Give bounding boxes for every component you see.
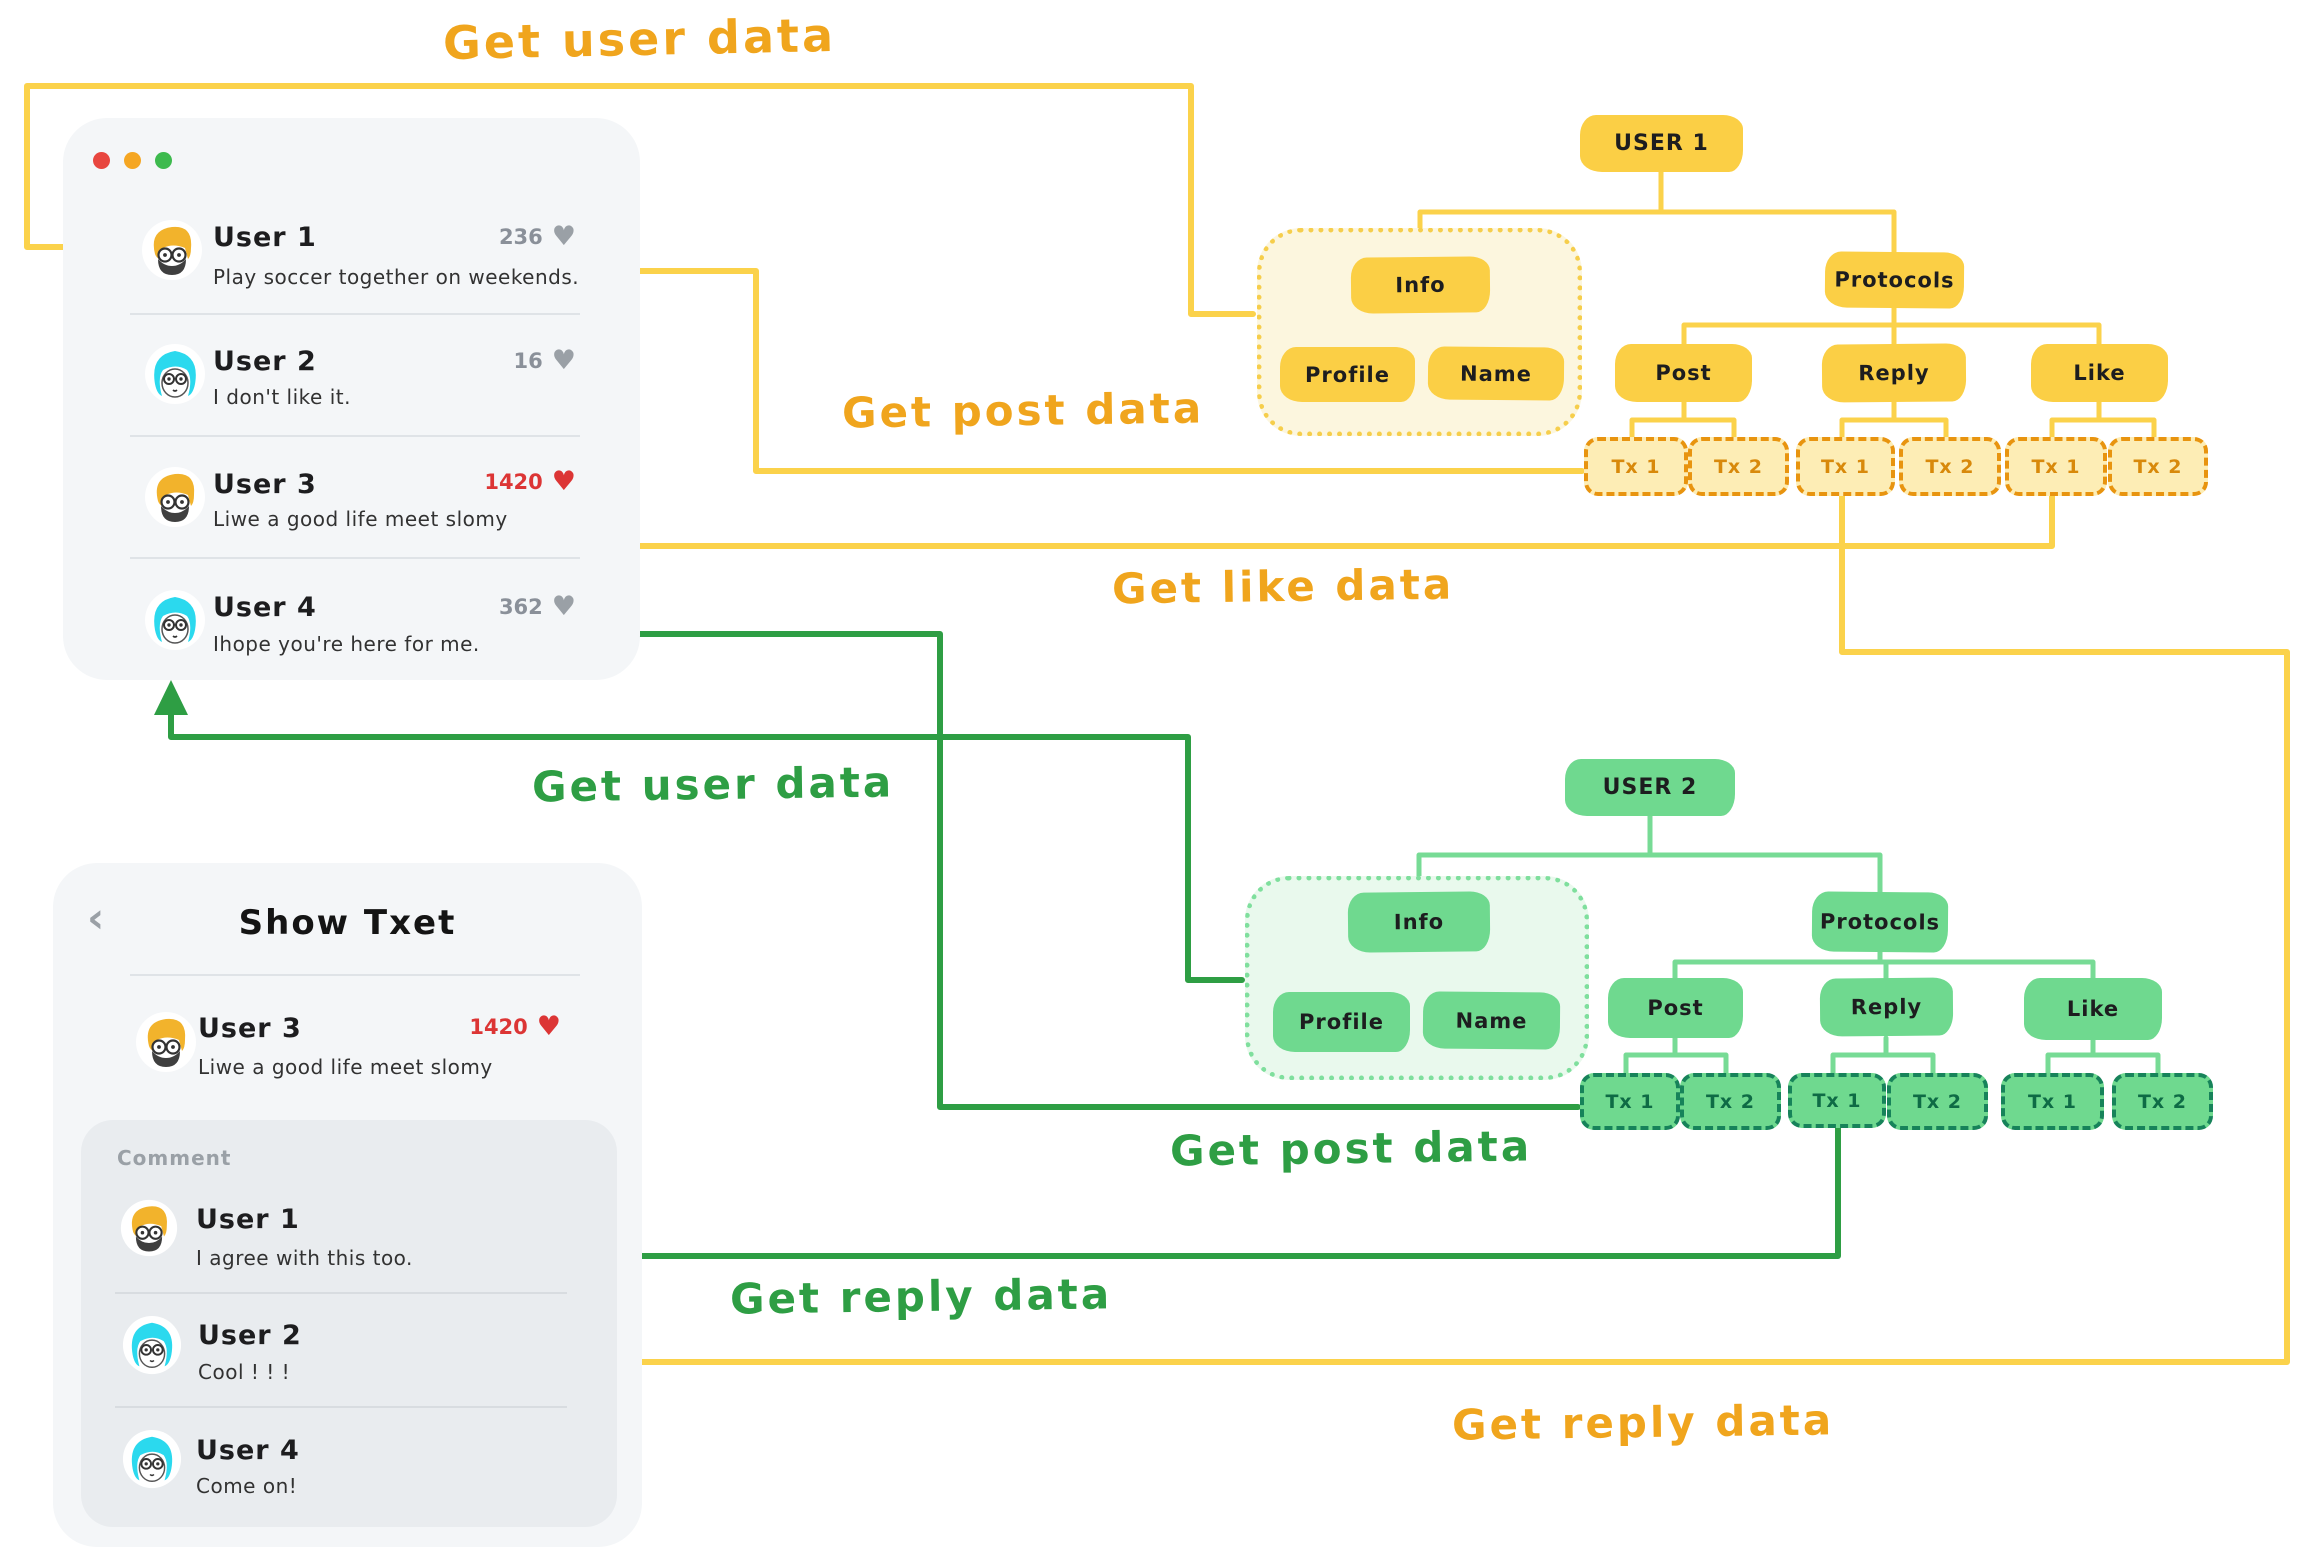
user1-like-tx2-node: Tx 2 — [2108, 437, 2208, 496]
post-username: User 3 — [198, 1013, 302, 1044]
user1-reply-node: Reply — [1821, 343, 1967, 403]
avatar-user2-icon — [143, 342, 207, 406]
label-get-user-data-yellow: Get user data — [442, 7, 837, 71]
label-get-reply-data-yellow: Get reply data — [1451, 1395, 1835, 1450]
row-divider — [130, 974, 580, 976]
row-divider — [115, 1292, 567, 1294]
feed-window: User 1 236 ♥ Play soccer together on wee… — [63, 118, 640, 680]
like-button[interactable]: 362 ♥ — [499, 593, 576, 620]
flow-get-like-data-yellow — [545, 487, 2055, 549]
user2-like-node: Like — [2024, 978, 2162, 1040]
post-message: I don't like it. — [213, 385, 351, 409]
post-message: Ihope you're here for me. — [213, 632, 480, 656]
post-message: Liwe a good life meet slomy — [198, 1055, 493, 1079]
comment-panel-header: Comment — [117, 1146, 232, 1170]
like-button[interactable]: 16 ♥ — [514, 347, 576, 374]
like-count: 1420 — [484, 469, 543, 494]
comment-username: User 2 — [198, 1320, 302, 1351]
comment-message: I agree with this too. — [196, 1246, 413, 1270]
comment-username: User 1 — [196, 1204, 300, 1235]
comment-message: Cool ! ! ! — [198, 1360, 291, 1384]
detail-window: ‹ Show Txet User 3 1420 ♥ Liwe a good li… — [53, 863, 642, 1547]
user1-like-node: Like — [2031, 344, 2168, 402]
user2-reply-node: Reply — [1819, 977, 1954, 1037]
post-username: User 3 — [213, 469, 317, 500]
comment-username: User 4 — [196, 1435, 300, 1466]
like-button[interactable]: 236 ♥ — [499, 223, 576, 250]
window-traffic-lights — [93, 152, 172, 169]
user2-post-node: Post — [1608, 978, 1743, 1038]
back-chevron-icon[interactable]: ‹ — [87, 893, 105, 942]
heart-icon: ♥ — [551, 345, 576, 376]
user2-protocols-node: Protocols — [1811, 891, 1949, 953]
user2-name-node: Name — [1422, 991, 1561, 1050]
user2-reply-tx2-node: Tx 2 — [1887, 1073, 1988, 1130]
user2-like-tx1-node: Tx 1 — [2001, 1073, 2104, 1130]
post-username: User 4 — [213, 592, 317, 623]
post-message: Play soccer together on weekends. — [213, 265, 580, 289]
detail-title: Show Txet — [238, 903, 457, 943]
user1-name-node: Name — [1427, 346, 1565, 401]
like-button[interactable]: 1420 ♥ — [484, 468, 576, 495]
row-divider — [130, 435, 580, 437]
row-divider — [130, 313, 580, 315]
like-count: 236 — [498, 224, 543, 249]
user2-reply-tx1-node: Tx 1 — [1788, 1073, 1886, 1128]
user2-post-tx2-node: Tx 2 — [1680, 1073, 1781, 1130]
label-get-post-data-yellow: Get post data — [841, 383, 1205, 438]
label-get-post-data-green: Get post data — [1169, 1121, 1533, 1176]
user1-tree-root-node: USER 1 — [1580, 115, 1743, 172]
user1-post-node: Post — [1615, 344, 1752, 402]
avatar-user4-icon — [143, 588, 207, 652]
avatar-user3-icon — [134, 1010, 198, 1074]
user1-reply-tx1-node: Tx 1 — [1796, 437, 1895, 496]
user1-post-tx2-node: Tx 2 — [1688, 437, 1789, 496]
comment-panel: Comment User 1 I agree with this too. Us… — [81, 1120, 617, 1527]
label-get-like-data-yellow: Get like data — [1111, 559, 1455, 614]
like-button[interactable]: 1420 ♥ — [469, 1013, 561, 1040]
heart-icon: ♥ — [551, 591, 576, 622]
post-username: User 2 — [213, 346, 317, 377]
user1-info-node: Info — [1350, 256, 1491, 314]
avatar-user2-icon — [121, 1314, 183, 1376]
row-divider — [115, 1406, 567, 1408]
user1-post-tx1-node: Tx 1 — [1584, 437, 1688, 496]
like-count: 16 — [513, 348, 543, 373]
traffic-light-minimize[interactable] — [124, 152, 141, 169]
like-count: 1420 — [469, 1014, 528, 1039]
user1-like-tx1-node: Tx 1 — [2005, 437, 2107, 496]
heart-icon: ♥ — [551, 221, 576, 252]
user2-info-node: Info — [1347, 891, 1491, 953]
user2-like-tx2-node: Tx 2 — [2112, 1073, 2213, 1130]
user1-protocols-node: Protocols — [1824, 251, 1965, 309]
user1-profile-node: Profile — [1280, 347, 1415, 402]
avatar-user1-icon — [140, 218, 204, 282]
post-username: User 1 — [213, 222, 317, 253]
heart-icon: ♥ — [536, 1011, 561, 1042]
user2-tree-root-node: USER 2 — [1565, 759, 1735, 816]
user2-post-tx1-node: Tx 1 — [1580, 1073, 1680, 1130]
like-count: 362 — [498, 594, 543, 619]
traffic-light-close[interactable] — [93, 152, 110, 169]
comment-message: Come on! — [196, 1474, 298, 1498]
traffic-light-maximize[interactable] — [155, 152, 172, 169]
avatar-user1-icon — [119, 1198, 179, 1258]
avatar-user3-icon — [143, 465, 207, 529]
avatar-user4-icon — [121, 1428, 183, 1490]
post-message: Liwe a good life meet slomy — [213, 507, 508, 531]
user1-reply-tx2-node: Tx 2 — [1899, 437, 2001, 496]
heart-icon: ♥ — [551, 466, 576, 497]
label-get-reply-data-green: Get reply data — [729, 1269, 1113, 1324]
label-get-user-data-green: Get user data — [531, 757, 895, 812]
flow-get-user-data-green — [154, 680, 1245, 983]
user2-profile-node: Profile — [1273, 992, 1410, 1052]
row-divider — [130, 557, 580, 559]
